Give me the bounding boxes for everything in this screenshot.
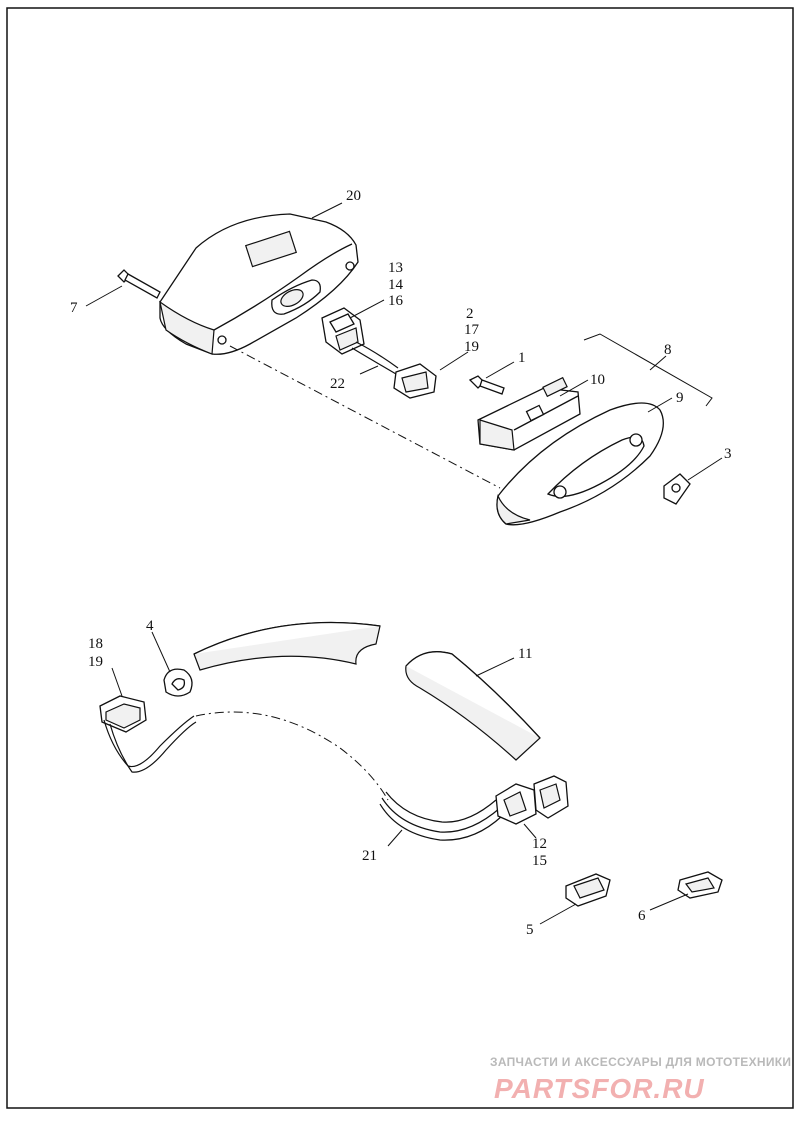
callout-13: 13 <box>388 260 403 276</box>
callout-10: 10 <box>590 372 605 388</box>
diagram-frame <box>6 7 794 1109</box>
callout-12: 12 <box>532 836 547 852</box>
part-7-screw <box>85 269 161 307</box>
callout-11: 11 <box>518 646 532 662</box>
part-18-19-connector <box>99 667 197 773</box>
callout-4: 4 <box>146 618 154 634</box>
callout-7: 7 <box>70 300 78 316</box>
callout-6: 6 <box>638 908 646 924</box>
part-1-screw <box>468 361 515 395</box>
callout-14: 14 <box>388 277 404 293</box>
callout-1: 1 <box>518 350 526 366</box>
callout-8-bracket <box>583 333 713 407</box>
callout-8: 8 <box>664 342 672 358</box>
part-22-wire-harness <box>351 341 469 399</box>
part-3-nut <box>663 457 723 505</box>
part-9-lens <box>496 397 673 526</box>
callout-21: 21 <box>362 848 377 864</box>
part-12-15-connector <box>495 775 569 839</box>
part-4-clip <box>151 631 193 697</box>
callout-18: 18 <box>88 636 103 652</box>
watermark-logo: PARTSFOR.RU <box>494 1073 705 1104</box>
callout-16: 16 <box>388 293 404 309</box>
callout-2: 2 <box>466 306 474 322</box>
callout-22: 22 <box>330 376 345 392</box>
part-6-terminal <box>649 871 723 911</box>
part-21-harness <box>379 791 503 847</box>
callout-20: 20 <box>346 188 361 204</box>
part-10-led-module <box>477 376 589 451</box>
callout-17: 17 <box>464 322 480 338</box>
callout-19a: 19 <box>464 339 479 355</box>
callout-3: 3 <box>724 446 732 462</box>
part-13-14-16-socket <box>321 299 385 355</box>
callout-5: 5 <box>526 922 534 938</box>
callout-9: 9 <box>676 390 684 406</box>
watermark-tagline: ЗАПЧАСТИ И АКСЕССУАРЫ ДЛЯ МОТОТЕХНИКИ <box>490 1055 791 1069</box>
harness-path-lower <box>195 711 389 801</box>
part-20-lamp-housing <box>159 202 359 355</box>
part-5-terminal <box>539 873 611 925</box>
callout-19b: 19 <box>88 654 103 670</box>
part-11-fender-strip <box>193 621 541 761</box>
callout-15: 15 <box>532 853 547 869</box>
alignment-line-upper <box>229 345 501 489</box>
